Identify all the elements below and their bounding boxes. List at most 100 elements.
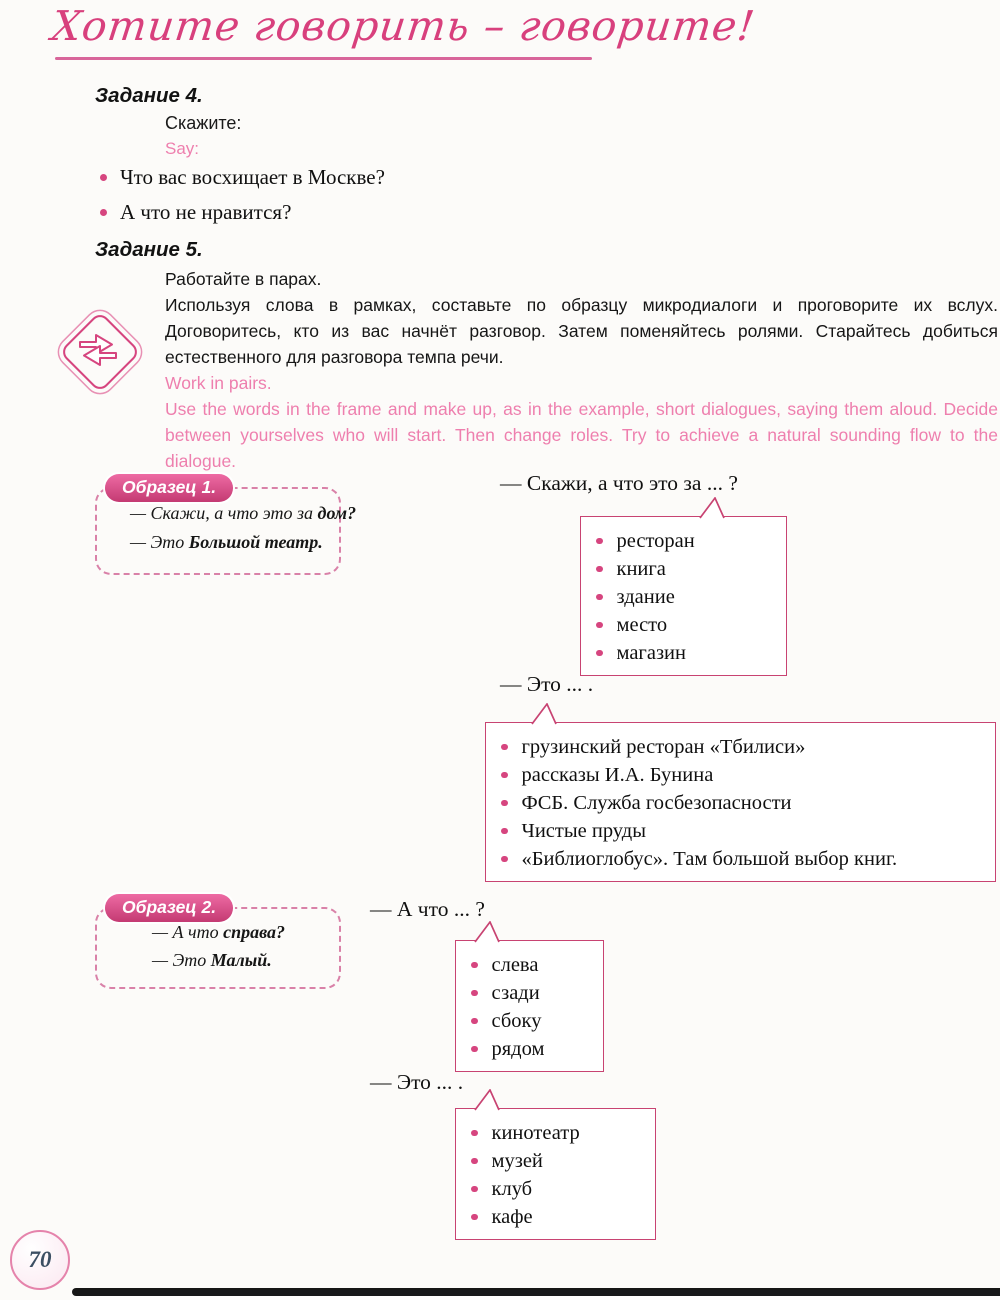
sample1-dialogue-line-2: — Это Большой театр. <box>130 532 323 553</box>
word: кинотеатр <box>491 1122 580 1144</box>
swap-arrows-icon <box>79 334 117 366</box>
bullet-icon <box>471 989 478 997</box>
word: слева <box>491 954 539 976</box>
task5-label: Задание 5. <box>95 238 203 261</box>
word-list: грузинский ресторан «Тбилиси» рассказы И… <box>501 733 983 873</box>
list-item: здание <box>596 583 774 611</box>
word: ФСБ. Служба госбезопасности <box>521 792 792 814</box>
list-item: книга <box>596 555 774 583</box>
list-item: Что вас восхищает в Москве? <box>100 165 385 190</box>
sample1-question-wordbox: ресторан книга здание место магазин <box>580 497 787 676</box>
dialogue-bold-text: справа? <box>223 922 286 942</box>
bullet-icon <box>501 855 508 863</box>
task4-label: Задание 4. <box>95 84 203 107</box>
list-item: А что не нравится? <box>100 200 385 225</box>
word: грузинский ресторан «Тбилиси» <box>521 736 806 758</box>
list-item: кафе <box>471 1203 643 1231</box>
word-list: кинотеатр музей клуб кафе <box>471 1119 643 1231</box>
page-title: Хотите говорить – говорите! <box>49 2 758 50</box>
bullet-icon <box>471 1129 478 1137</box>
word: сзади <box>491 982 540 1004</box>
bullet-icon <box>471 1213 478 1221</box>
scan-edge-bar <box>72 1288 1000 1296</box>
sample2-answer-line: — Это ... . <box>370 1070 464 1094</box>
sample1-dialogue-line-1: — Скажи, а что это за дом? <box>130 503 356 524</box>
sample2-box: Образец 2. <box>95 894 341 989</box>
list-item: магазин <box>596 639 774 667</box>
word: место <box>616 614 668 636</box>
question-text: А что не нравится? <box>120 200 292 224</box>
dialogue-bold-text: Малый. <box>210 950 272 970</box>
bullet-icon <box>471 1157 478 1165</box>
instruction-ru-paragraph: Используя слова в рамках, составьте по о… <box>165 295 998 367</box>
sample1-answer-line: — Это ... . <box>500 672 594 696</box>
question-text: Что вас восхищает в Москве? <box>120 165 385 189</box>
sample1-answer-wordbox: грузинский ресторан «Тбилиси» рассказы И… <box>485 703 996 882</box>
dialogue-bold-text: Большой театр. <box>188 532 323 552</box>
bubble-tail-icon <box>474 1089 500 1111</box>
instruction-ru-line: Работайте в парах. <box>165 269 322 289</box>
sample2-badge: Образец 2. <box>105 894 234 922</box>
sample1-box: Образец 1. <box>95 474 341 575</box>
word: магазин <box>616 642 686 664</box>
task4-prompt-ru: Скажите: <box>165 113 242 133</box>
bullet-icon <box>471 1045 478 1053</box>
bullet-icon <box>100 174 107 181</box>
word: сбоку <box>491 1010 542 1032</box>
dialogue-text: — Это <box>130 532 189 552</box>
bullet-icon <box>471 1185 478 1193</box>
word: музей <box>491 1150 543 1172</box>
word-list: слева сзади сбоку рядом <box>471 951 591 1063</box>
list-item: рассказы И.А. Бунина <box>501 761 983 789</box>
page-number: 70 <box>28 1247 52 1272</box>
task4-question-list: Что вас восхищает в Москве? А что не нра… <box>100 165 385 235</box>
bullet-icon <box>596 649 603 657</box>
word: «Библиоглобус». Там большой выбор книг. <box>521 848 898 870</box>
page-number-badge: 70 <box>10 1230 70 1290</box>
word: ресторан <box>616 530 695 552</box>
list-item: «Библиоглобус». Там большой выбор книг. <box>501 845 983 873</box>
list-item: клуб <box>471 1175 643 1203</box>
list-item: рядом <box>471 1035 591 1063</box>
bubble-tail-icon <box>531 703 557 725</box>
task5-instructions: Работайте в парах. Используя слова в рам… <box>165 266 998 474</box>
sample1-question-line: — Скажи, а что это за ... ? <box>500 471 738 495</box>
bullet-icon <box>596 565 603 573</box>
list-item: грузинский ресторан «Тбилиси» <box>501 733 983 761</box>
word: здание <box>616 586 675 608</box>
word: кафе <box>491 1206 533 1228</box>
dialogue-text: — А что <box>152 922 224 942</box>
dialogue-text: — Это <box>152 950 211 970</box>
instruction-en-paragraph: Use the words in the frame and make up, … <box>165 399 998 471</box>
bubble-tail-icon <box>699 497 725 519</box>
list-item: ресторан <box>596 527 774 555</box>
dialogue-text: — Скажи, а что это за <box>130 503 318 523</box>
sample2-question-wordbox: слева сзади сбоку рядом <box>455 921 604 1072</box>
bullet-icon <box>596 593 603 601</box>
list-item: Чистые пруды <box>501 817 983 845</box>
bullet-icon <box>501 799 508 807</box>
list-item: сбоку <box>471 1007 591 1035</box>
word: Чистые пруды <box>521 820 646 842</box>
word: рядом <box>491 1038 545 1060</box>
bullet-icon <box>100 209 107 216</box>
list-item: сзади <box>471 979 591 1007</box>
bullet-icon <box>596 621 603 629</box>
list-item: ФСБ. Служба госбезопасности <box>501 789 983 817</box>
list-item: место <box>596 611 774 639</box>
list-item: музей <box>471 1147 643 1175</box>
list-item: слева <box>471 951 591 979</box>
instruction-en-line: Work in pairs. <box>165 373 272 393</box>
pairwork-icon <box>56 308 142 394</box>
sample2-dialogue-line-2: — Это Малый. <box>152 950 272 971</box>
bullet-icon <box>501 743 508 751</box>
sample2-answer-wordbox: кинотеатр музей клуб кафе <box>455 1089 656 1240</box>
bullet-icon <box>596 537 603 545</box>
word: рассказы И.А. Бунина <box>521 764 714 786</box>
bullet-icon <box>501 771 508 779</box>
list-item: кинотеатр <box>471 1119 643 1147</box>
word-list: ресторан книга здание место магазин <box>596 527 774 667</box>
bubble-tail-icon <box>474 921 500 943</box>
bullet-icon <box>471 961 478 969</box>
